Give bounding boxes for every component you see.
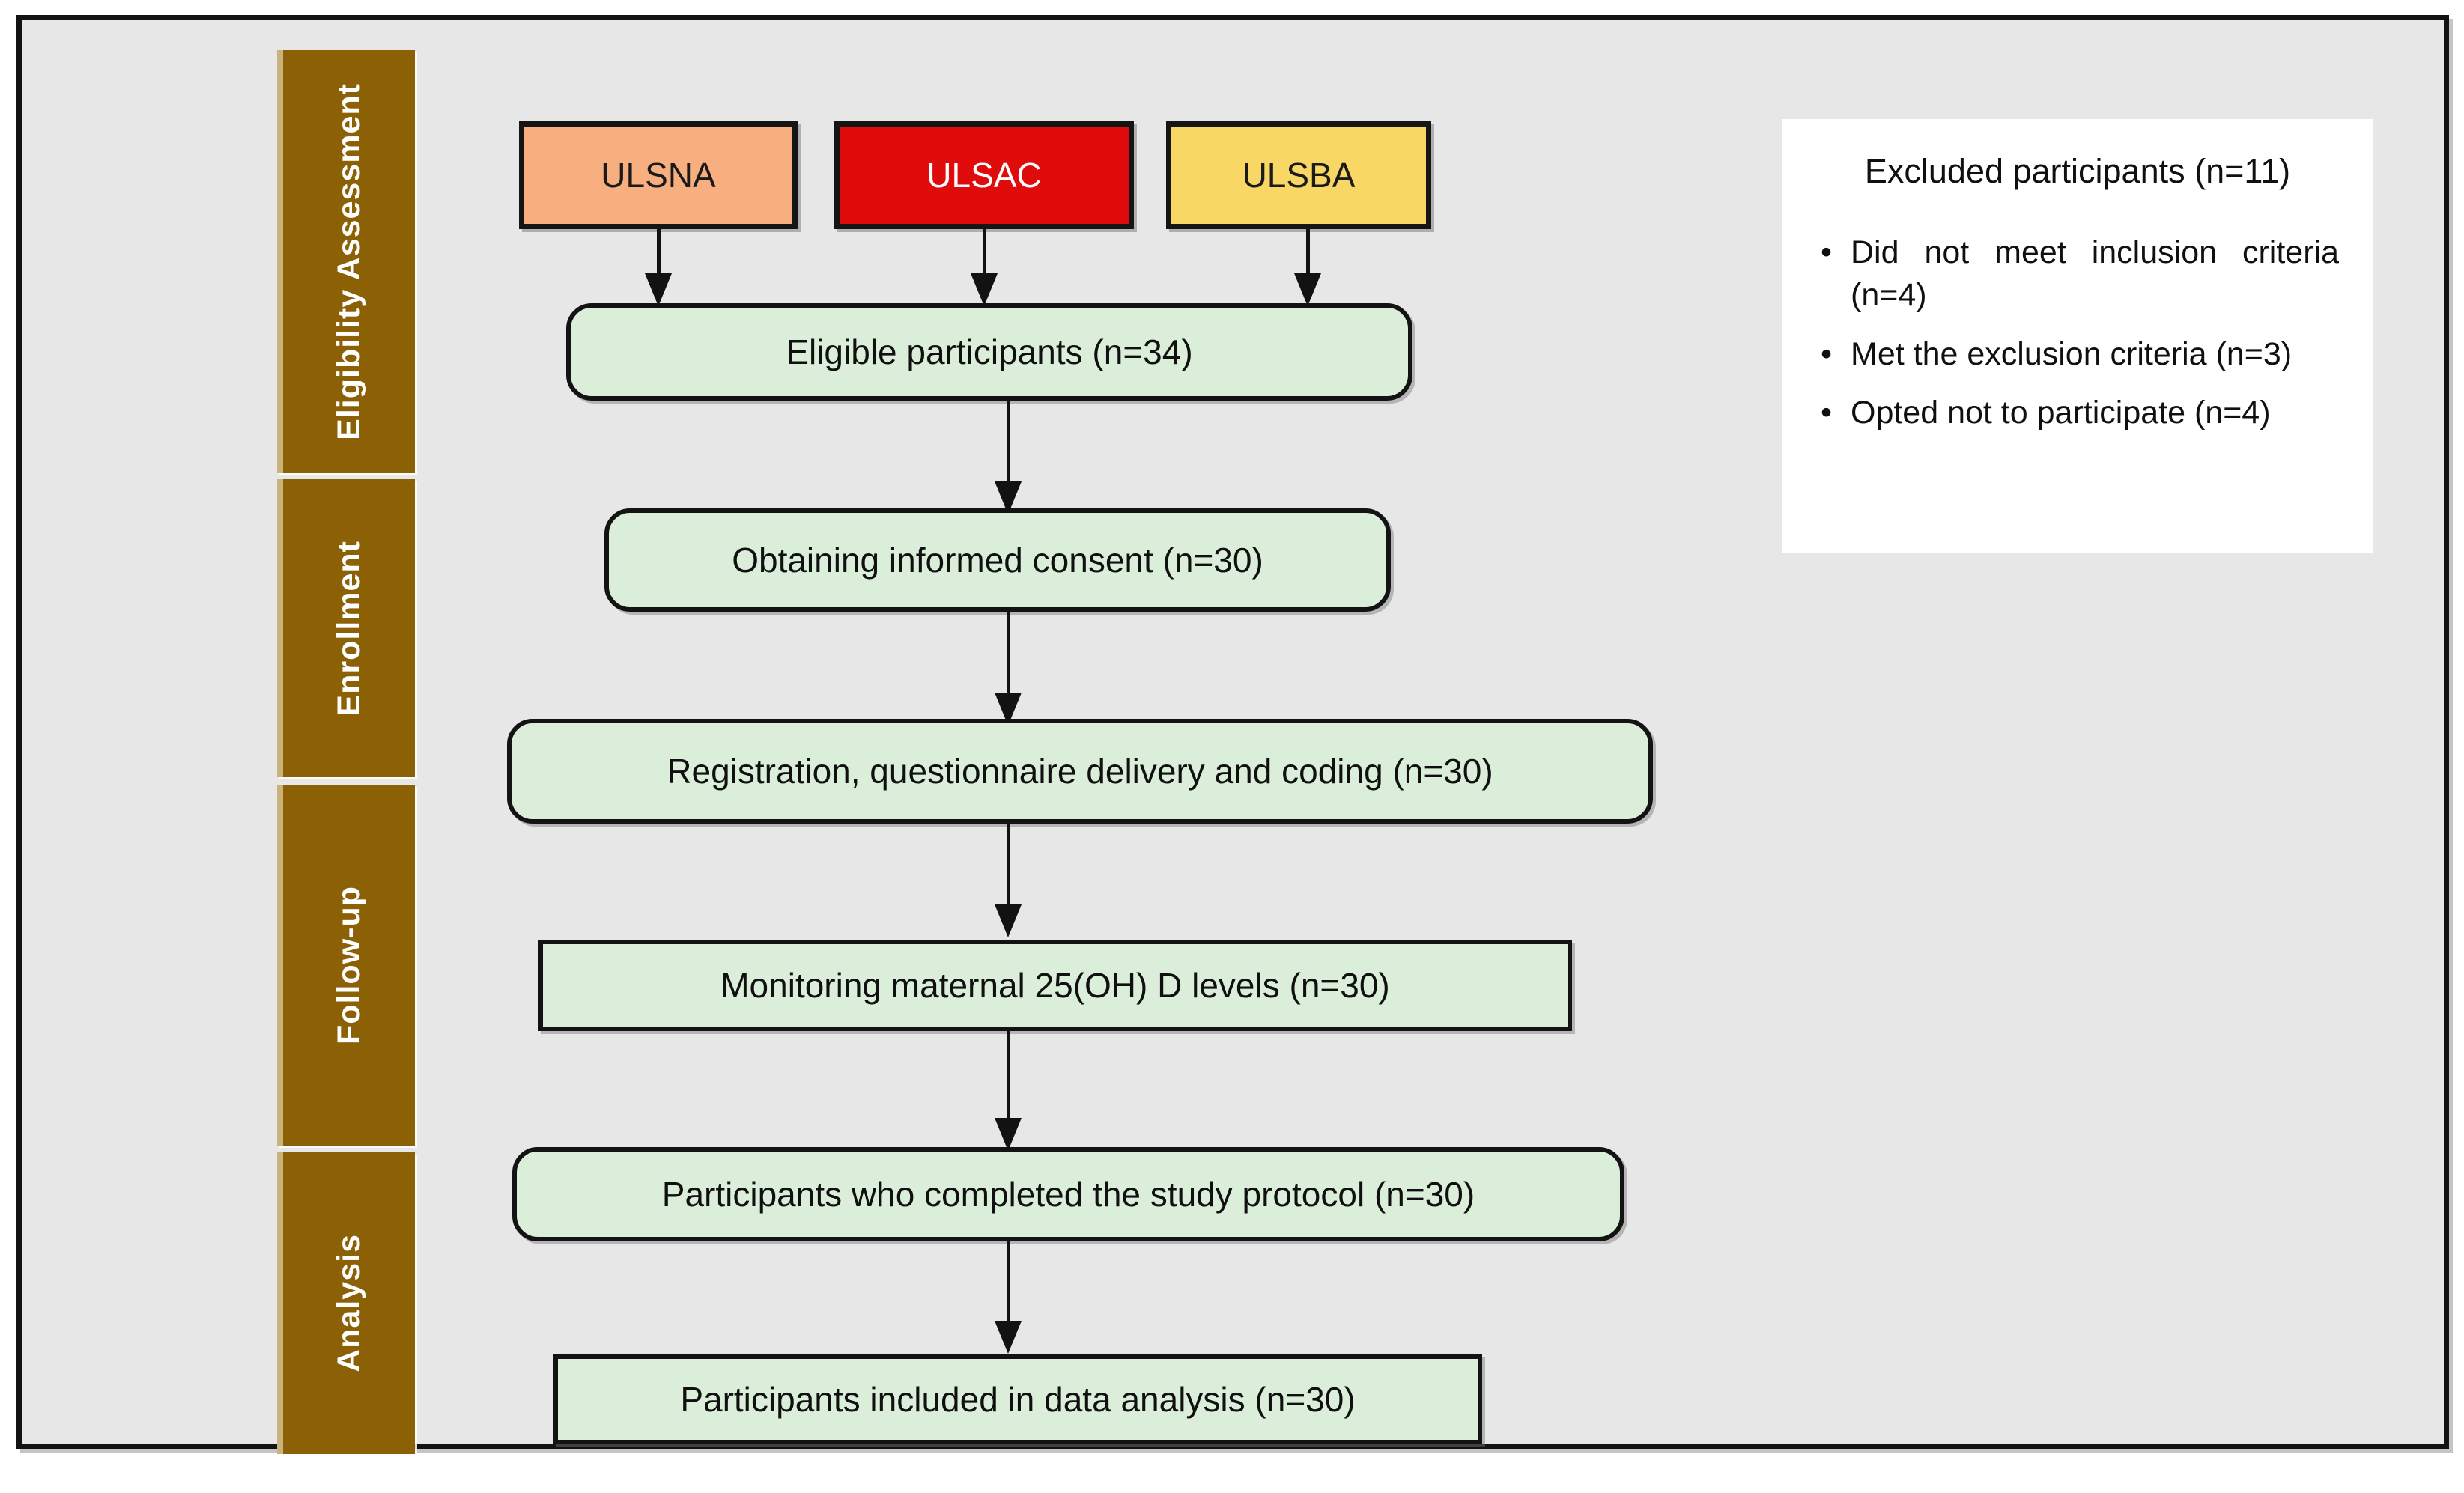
arrow-completed-to-analysis	[993, 1241, 1023, 1354]
arrow-registration-to-monitoring	[993, 824, 1023, 937]
excluded-participants-panel: Excluded participants (n=11) • Did not m…	[1782, 119, 2373, 553]
excluded-reason-item: • Did not meet inclusion criteria (n=4)	[1816, 231, 2339, 317]
step-box-monitoring-25oh-d[interactable]: Monitoring maternal 25(OH) D levels (n=3…	[538, 940, 1572, 1031]
group-label-ulsac: ULSAC	[926, 156, 1042, 195]
arrow-shaft	[1305, 229, 1310, 276]
excluded-reason-label: Did not meet inclusion criteria (n=4)	[1851, 234, 2339, 313]
group-box-ulsac[interactable]: ULSAC	[834, 121, 1134, 229]
arrow-head	[995, 1321, 1022, 1354]
arrow-head	[1294, 273, 1321, 306]
step-box-registration[interactable]: Registration, questionnaire delivery and…	[507, 719, 1653, 824]
excluded-reason-label: Met the exclusion criteria (n=3)	[1851, 335, 2292, 372]
group-box-ulsna[interactable]: ULSNA	[519, 121, 798, 229]
figure-frame: Eligibility Assessment Enrollment Follow…	[16, 15, 2449, 1454]
excluded-panel-title: Excluded participants (n=11)	[1864, 152, 2291, 190]
arrow-shaft	[656, 229, 661, 276]
arrow-consent-to-registration	[993, 612, 1023, 726]
excluded-reason-item: • Met the exclusion criteria (n=3)	[1816, 333, 2339, 376]
bullet-icon: •	[1821, 395, 1833, 431]
phase-label-enrollment: Enrollment	[330, 540, 367, 717]
arrow-head	[995, 1118, 1022, 1151]
arrow-monitoring-to-completed	[993, 1031, 1023, 1151]
arrow-head	[995, 904, 1022, 937]
arrow-ulsna-to-eligible	[643, 229, 673, 306]
step-box-eligible-participants[interactable]: Eligible participants (n=34)	[566, 303, 1412, 401]
phase-band-eligibility-assessment: Eligibility Assessment	[277, 50, 415, 473]
group-label-ulsba: ULSBA	[1242, 156, 1356, 195]
bullet-icon: •	[1821, 234, 1833, 270]
arrow-ulsba-to-eligible	[1293, 229, 1323, 306]
arrow-shaft	[1006, 612, 1010, 696]
step-label-data-analysis: Participants included in data analysis (…	[680, 1380, 1356, 1419]
step-box-informed-consent[interactable]: Obtaining informed consent (n=30)	[604, 508, 1391, 612]
arrow-shaft	[1006, 401, 1010, 484]
step-label-completed-protocol: Participants who completed the study pro…	[661, 1175, 1475, 1214]
step-box-completed-protocol[interactable]: Participants who completed the study pro…	[512, 1147, 1624, 1241]
arrow-shaft	[1006, 1031, 1010, 1121]
excluded-reason-label: Opted not to participate (n=4)	[1851, 395, 2271, 431]
phase-label-eligibility-assessment: Eligibility Assessment	[330, 83, 367, 440]
phase-band-analysis: Analysis	[277, 1152, 415, 1454]
arrow-shaft	[1006, 824, 1010, 907]
step-label-registration: Registration, questionnaire delivery and…	[667, 752, 1493, 791]
step-label-eligible-participants: Eligible participants (n=34)	[786, 332, 1193, 371]
arrow-eligible-to-consent	[993, 401, 1023, 514]
group-label-ulsna: ULSNA	[601, 156, 716, 195]
step-label-monitoring-25oh-d: Monitoring maternal 25(OH) D levels (n=3…	[720, 966, 1390, 1005]
arrow-head	[645, 273, 672, 306]
bullet-icon: •	[1821, 335, 1833, 372]
excluded-reason-item: • Opted not to participate (n=4)	[1816, 392, 2339, 434]
step-box-data-analysis[interactable]: Participants included in data analysis (…	[553, 1354, 1482, 1444]
phase-label-analysis: Analysis	[330, 1234, 367, 1372]
phase-band-enrollment: Enrollment	[277, 479, 415, 777]
arrow-shaft	[982, 229, 986, 276]
flowchart-stage: Eligibility Assessment Enrollment Follow…	[22, 20, 2444, 1454]
group-box-ulsba[interactable]: ULSBA	[1166, 121, 1431, 229]
arrow-ulsac-to-eligible	[969, 229, 999, 306]
step-label-informed-consent: Obtaining informed consent (n=30)	[732, 541, 1263, 580]
arrow-head	[971, 273, 998, 306]
phase-label-follow-up: Follow-up	[330, 886, 367, 1045]
arrow-shaft	[1006, 1241, 1010, 1324]
phase-band-follow-up: Follow-up	[277, 785, 415, 1146]
excluded-reason-list: • Did not meet inclusion criteria (n=4) …	[1816, 231, 2339, 434]
